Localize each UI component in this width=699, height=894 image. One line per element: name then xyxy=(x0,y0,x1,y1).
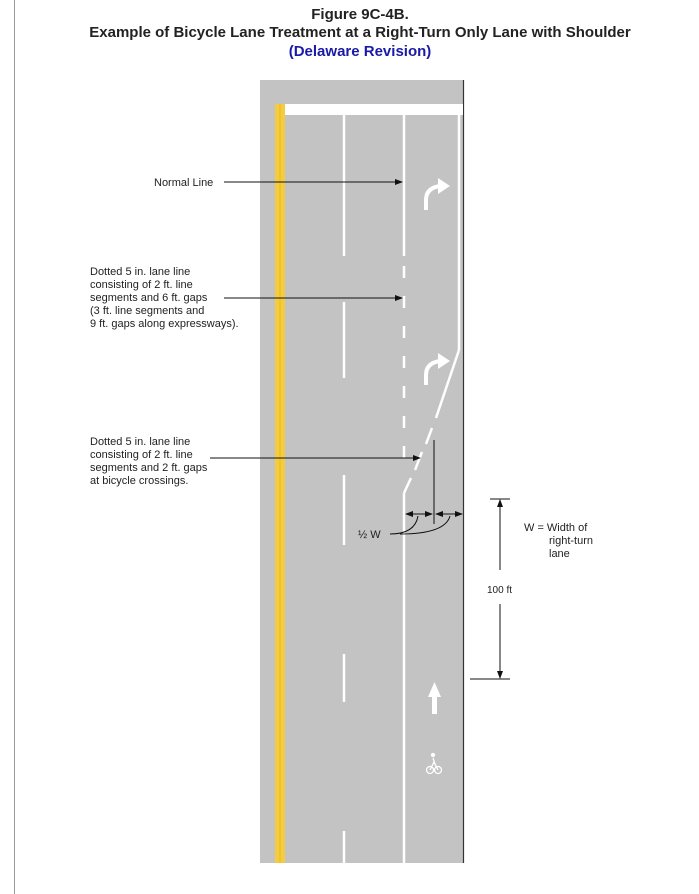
bicycle-icon xyxy=(425,752,443,775)
svg-text:segments and 2 ft. gaps: segments and 2 ft. gaps xyxy=(90,462,208,474)
right-turn-arrow-icon xyxy=(424,359,441,385)
svg-text:9 ft. gaps along expressways).: 9 ft. gaps along expressways). xyxy=(90,318,239,330)
svg-text:Dotted 5 in. lane line: Dotted 5 in. lane line xyxy=(90,436,190,448)
svg-text:consisting of 2 ft. line: consisting of 2 ft. line xyxy=(90,279,193,291)
svg-text:right-turn: right-turn xyxy=(549,535,593,547)
right-turn-arrow-icon xyxy=(424,184,441,210)
svg-text:consisting of 2 ft. line: consisting of 2 ft. line xyxy=(90,449,193,461)
label-normal-line: Normal Line xyxy=(154,177,213,189)
label-w-definition: W = Width of right-turn lane xyxy=(524,522,593,560)
stop-bar xyxy=(285,104,463,115)
label-half-w: ½ W xyxy=(358,529,381,541)
svg-text:lane: lane xyxy=(549,548,570,560)
figure-revision: (Delaware Revision) xyxy=(288,43,432,60)
label-100-ft: 100 ft xyxy=(487,585,512,596)
svg-text:Dotted 5 in. lane line: Dotted 5 in. lane line xyxy=(90,266,190,278)
up-arrow-icon xyxy=(428,682,441,714)
svg-text:segments and 6 ft. gaps: segments and 6 ft. gaps xyxy=(90,292,208,304)
road-surface xyxy=(260,80,463,863)
label-dotted-line-2: Dotted 5 in. lane line consisting of 2 f… xyxy=(90,436,208,487)
page-border xyxy=(14,0,15,894)
label-dotted-line-1: Dotted 5 in. lane line consisting of 2 f… xyxy=(90,266,239,330)
figure-number: Figure 9C-4B. xyxy=(311,6,409,23)
svg-text:at bicycle crossings.: at bicycle crossings. xyxy=(90,475,188,487)
svg-text:W = Width of: W = Width of xyxy=(524,522,588,534)
svg-text:(3 ft. line segments and: (3 ft. line segments and xyxy=(90,305,204,317)
right-turn-arrow-head xyxy=(438,178,450,194)
figure-title: Example of Bicycle Lane Treatment at a R… xyxy=(89,24,631,41)
